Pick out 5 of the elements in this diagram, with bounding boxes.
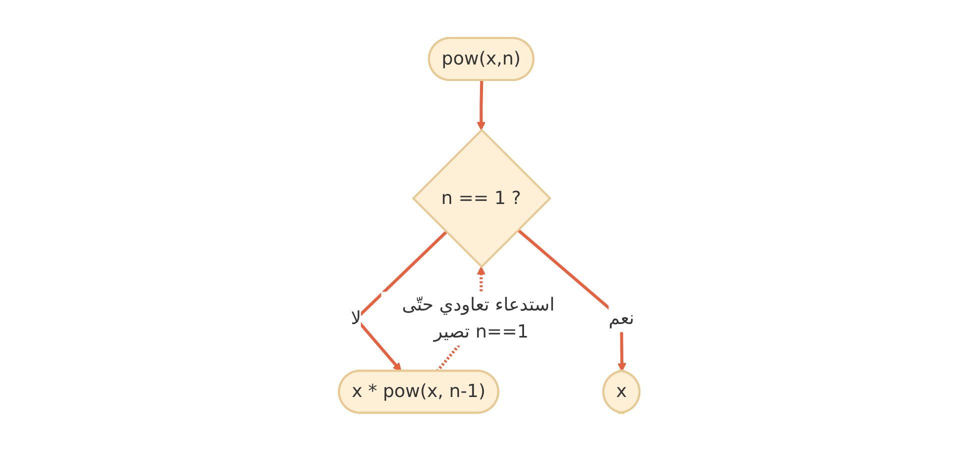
edge-label: لا bbox=[351, 308, 362, 329]
node-diamond: n == 1 ? bbox=[412, 128, 552, 268]
edge-label: نعم bbox=[608, 308, 635, 329]
arrow bbox=[477, 80, 486, 130]
edge-label: استدعاء تعاودي حتّى تصير n==1 bbox=[402, 294, 555, 342]
